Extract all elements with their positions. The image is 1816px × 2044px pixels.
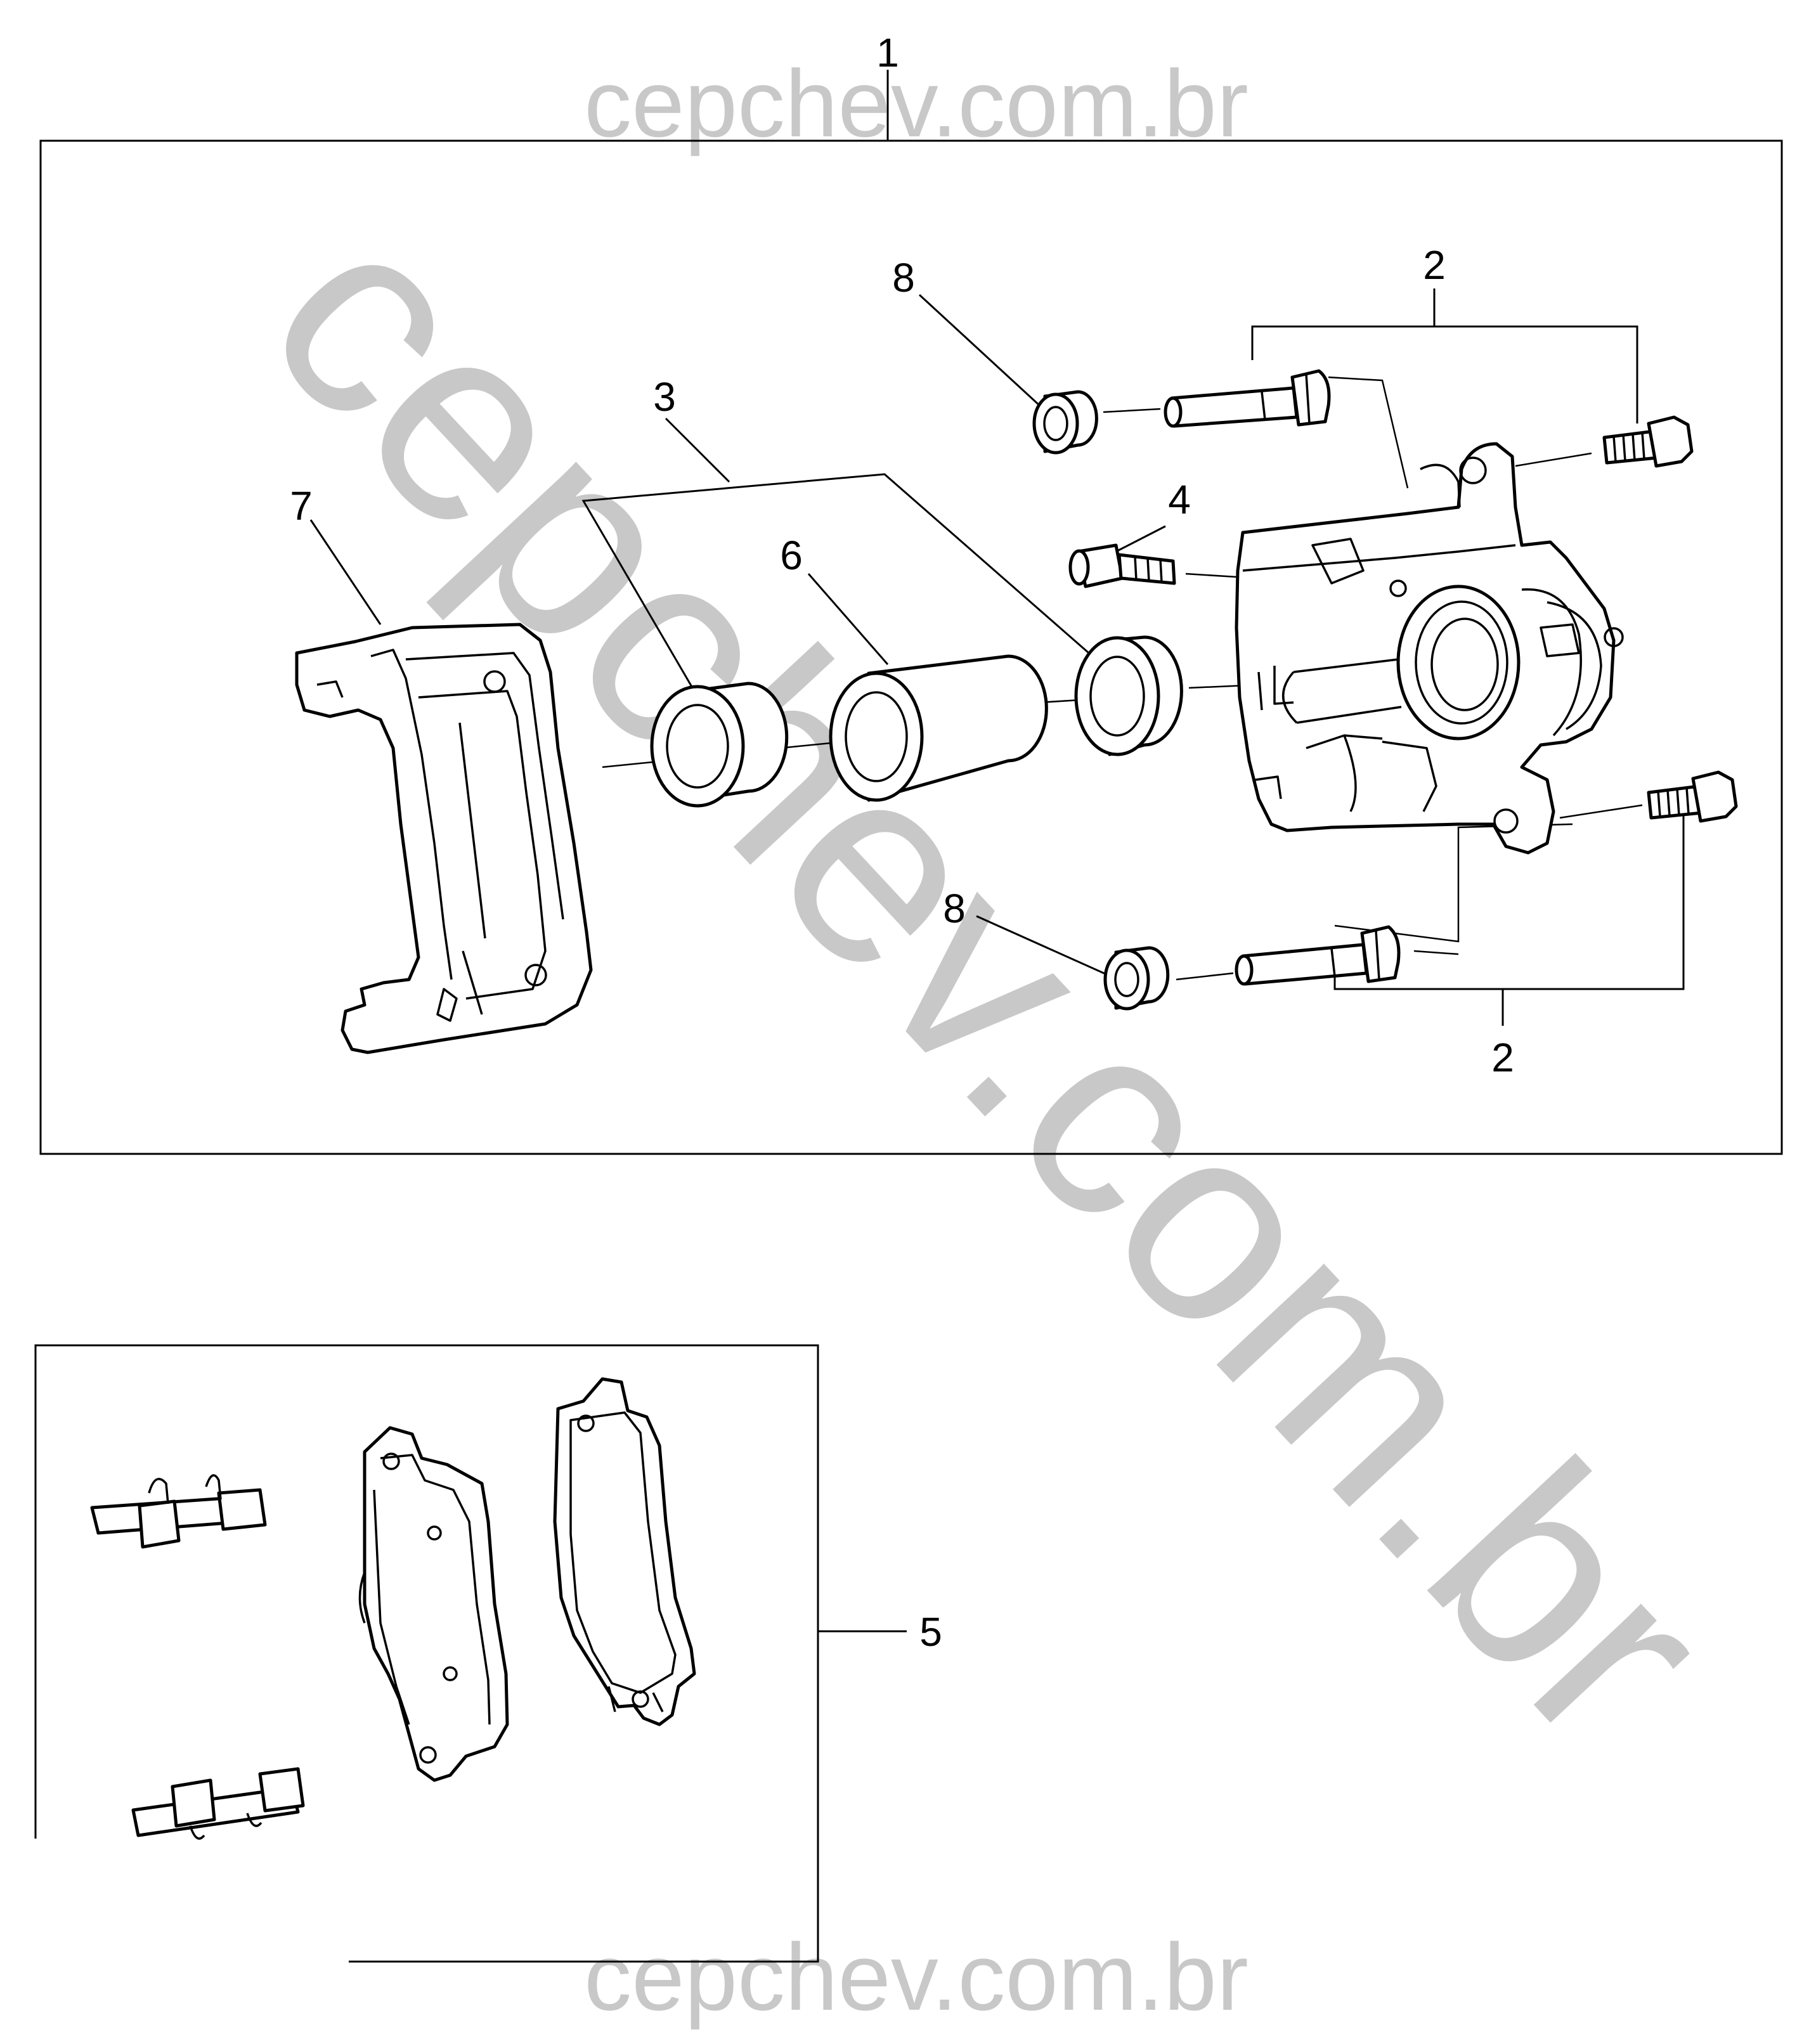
dust-boot-drawing (1074, 635, 1183, 756)
callout-bolt-set-bottom: 2 (1491, 1035, 1514, 1080)
caliper-bracket-drawing (295, 623, 593, 1054)
callout-bushing-top: 8 (892, 255, 915, 301)
bushing-bottom-drawing (1103, 946, 1170, 1011)
watermark-top: cepchev.com.br (584, 50, 1248, 157)
bolt-top-drawing (1602, 415, 1694, 468)
callout-piston-seal-kit: 3 (653, 374, 676, 420)
pad-kit-frame (34, 1344, 819, 1963)
callout-bushing-bottom: 8 (943, 886, 966, 931)
brake-pad-outer-drawing (358, 1426, 509, 1782)
pad-clip-top-drawing (90, 1474, 267, 1549)
piston-seal-drawing (650, 682, 789, 808)
callout-brake-pad-set: 5 (919, 1609, 942, 1655)
bolt-bottom-drawing (1647, 770, 1738, 823)
guide-pin-top-drawing (1164, 369, 1331, 428)
watermark-bottom: cepchev.com.br (584, 1924, 1248, 2030)
brake-pad-inner-drawing (553, 1377, 696, 1726)
bleeder-valve-drawing (1068, 543, 1176, 588)
piston-drawing (829, 654, 1048, 802)
callout-caliper-bracket: 7 (290, 483, 313, 529)
callout-piston: 6 (780, 533, 803, 578)
assembly-frame (39, 139, 1783, 1155)
bushing-top-drawing (1032, 390, 1098, 455)
caliper-housing-drawing (1235, 442, 1624, 855)
callout-bolt-set-top: 2 (1423, 242, 1446, 288)
callout-assembly: 1 (876, 30, 899, 75)
callout-bleeder-valve: 4 (1168, 477, 1191, 522)
pad-clip-bottom-drawing (131, 1767, 305, 1840)
guide-pin-bottom-drawing (1235, 925, 1401, 986)
